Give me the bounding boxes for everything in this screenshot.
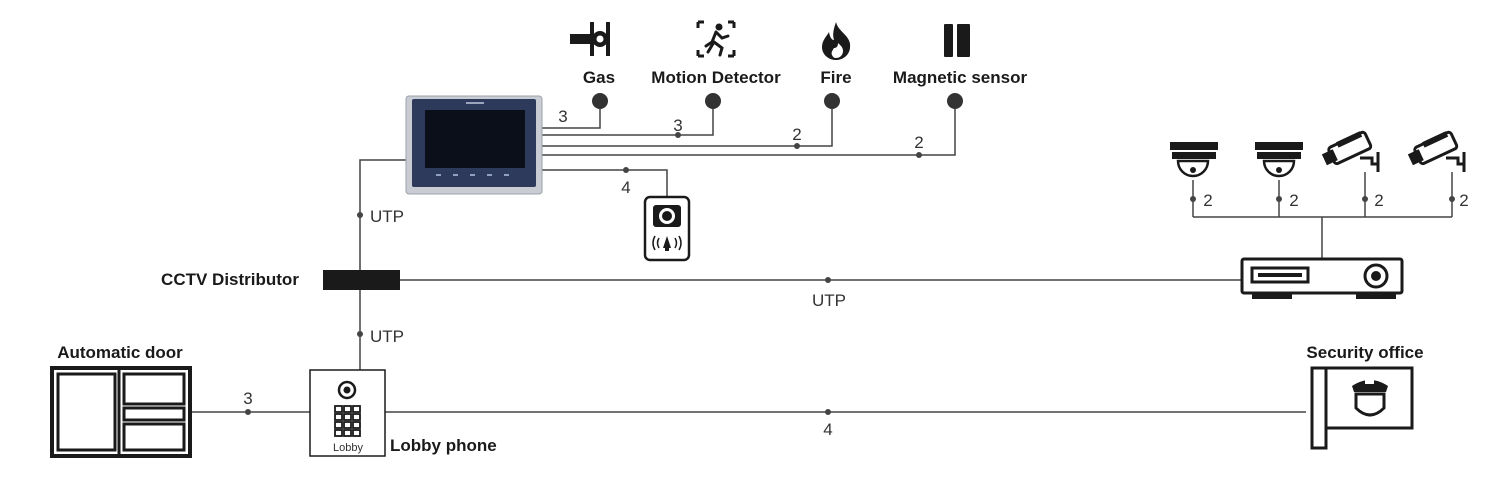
lobby-phone-panel-icon: [309, 369, 386, 457]
motion-terminal: [705, 93, 721, 109]
cctv-distributor-label: CCTV Distributor: [161, 270, 299, 289]
wire-dot: [825, 277, 831, 283]
wire-dot: [1276, 196, 1282, 202]
magnetic-terminal: [947, 93, 963, 109]
cctv-distributor: CCTV Distributor UTP UTP UTP: [161, 207, 846, 346]
motion-wire: [540, 101, 714, 136]
motion-label: Motion Detector: [651, 68, 781, 87]
lobby-phone-label: Lobby phone: [390, 436, 497, 455]
bullet-camera-icon: [1321, 130, 1380, 172]
fire-label: Fire: [820, 68, 851, 87]
dvr-recorder-icon: [1240, 257, 1404, 299]
wire-junction-dots: [245, 132, 1455, 415]
monitor-to-distributor-wire: [359, 159, 408, 270]
camera-4-wire-count: 2: [1459, 191, 1468, 210]
bullet-camera-icon: [1407, 130, 1466, 172]
security-office-label: Security office: [1306, 343, 1423, 362]
automatic-door: Automatic door 3: [50, 343, 253, 458]
camera-3: 2: [1321, 130, 1384, 210]
gas-terminal: [592, 93, 608, 109]
magnetic-sensor: Magnetic sensor 2: [893, 24, 1028, 152]
wire-dot: [357, 331, 363, 337]
wire-dot: [916, 152, 922, 158]
lobby-phone: Lobby Lobby phone: [309, 369, 497, 457]
fire-sensor: Fire 2: [792, 22, 852, 144]
magnetic-label: Magnetic sensor: [893, 68, 1028, 87]
fire-terminal: [824, 93, 840, 109]
magnetic-contact-icon: [944, 24, 970, 57]
distributor-block: [323, 270, 400, 290]
dvr-recorder: [1240, 257, 1404, 299]
wire-dot: [1449, 196, 1455, 202]
lobby-panel-text: Lobby: [333, 442, 363, 454]
dvr-utp-label: UTP: [812, 291, 846, 310]
fire-wire: [540, 101, 833, 147]
motion-sensor: Motion Detector 3: [651, 20, 781, 135]
camera-1: 2: [1170, 142, 1218, 210]
wire-dot: [1362, 196, 1368, 202]
gas-sensor: Gas 3: [558, 22, 615, 126]
motion-wire-count: 3: [673, 116, 682, 135]
magnetic-wire: [540, 101, 956, 156]
door-station-wire-count: 4: [621, 178, 630, 197]
gas-label: Gas: [583, 68, 615, 87]
security-guard-icon: [1310, 366, 1414, 450]
wire-dot: [357, 212, 363, 218]
camera-4: 2: [1407, 130, 1469, 210]
wire-dot: [245, 409, 251, 415]
flame-icon: [822, 22, 851, 60]
camera-2-wire-count: 2: [1289, 191, 1298, 210]
fire-wire-count: 2: [792, 125, 801, 144]
camera-2: 2: [1255, 142, 1303, 210]
door-wire-count: 3: [243, 389, 252, 408]
camera-1-wire-count: 2: [1203, 191, 1212, 210]
wire-dot: [623, 167, 629, 173]
dome-camera-icon: [1255, 142, 1303, 178]
wire-dot: [675, 132, 681, 138]
security-wire-count: 4: [823, 420, 832, 439]
video-intercom-monitor-icon: [405, 95, 543, 195]
door-camera-station-icon: [643, 195, 691, 262]
automatic-door-icon: [50, 366, 192, 458]
dome-camera-icon: [1170, 142, 1218, 178]
camera-3-wire-count: 2: [1374, 191, 1383, 210]
upper-utp-label: UTP: [370, 207, 404, 226]
gas-wire: [540, 101, 601, 129]
magnetic-wire-count: 2: [914, 133, 923, 152]
wire-dot: [825, 409, 831, 415]
door-camera-station: 4: [621, 178, 691, 262]
wire-dot: [1190, 196, 1196, 202]
wire-dot: [794, 143, 800, 149]
lower-utp-label: UTP: [370, 327, 404, 346]
running-person-exit-icon: [696, 20, 736, 58]
gas-valve-icon: [570, 22, 610, 56]
gas-wire-count: 3: [558, 107, 567, 126]
automatic-door-label: Automatic door: [57, 343, 183, 362]
security-office: Security office 4: [823, 343, 1424, 450]
door-station-wire: [540, 169, 668, 197]
